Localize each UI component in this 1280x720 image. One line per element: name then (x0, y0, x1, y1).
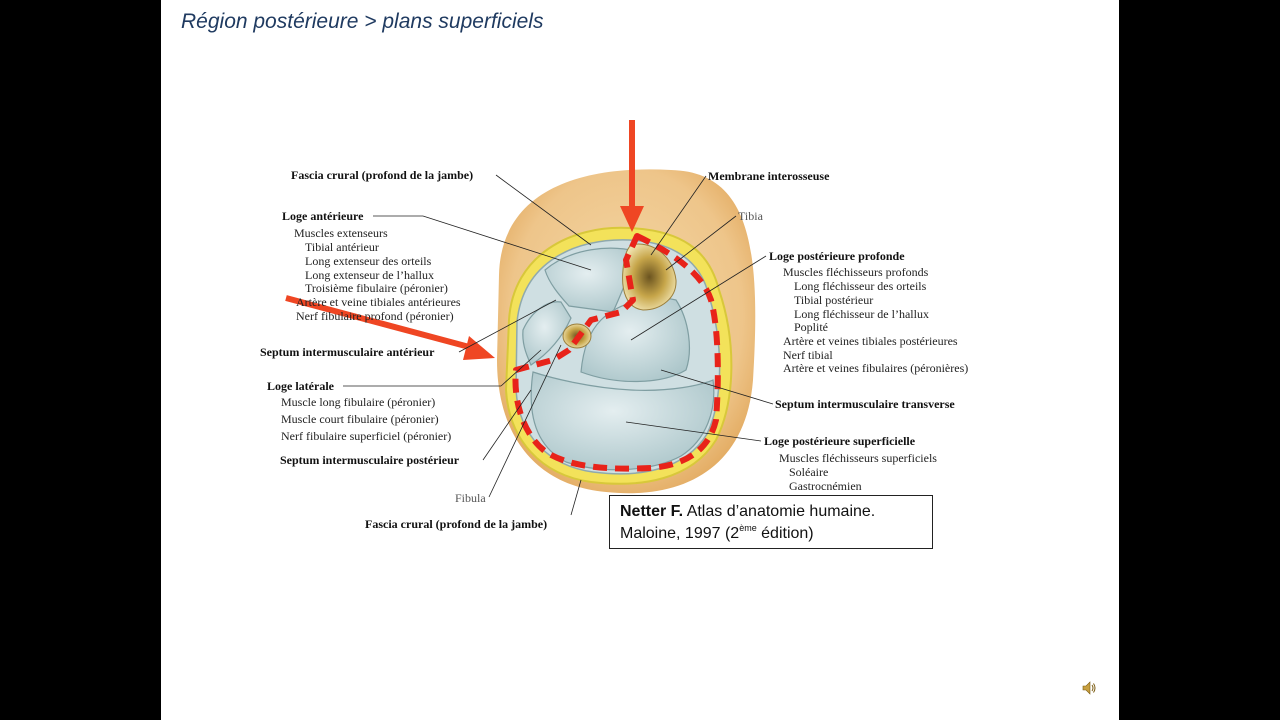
label-loge-laterale: Loge latérale (267, 379, 335, 393)
label-artere-tibiales-ant: Artère et veine tibiales antérieures (296, 295, 461, 309)
citation-line-2: Maloine, 1997 (2ème édition) (620, 523, 922, 545)
label-tibial-posterieur: Tibial postérieur (794, 293, 873, 307)
label-septum-post: Septum intermusculaire postérieur (280, 453, 460, 467)
dashed-compartment-outline (512, 233, 721, 472)
citation-edition: édition) (756, 525, 814, 542)
label-poplite: Poplité (794, 320, 828, 334)
label-loge-post-superficielle: Loge postérieure superficielle (764, 434, 916, 448)
label-fibula: Fibula (455, 491, 486, 505)
citation-superscript: ème (739, 523, 757, 533)
label-troisieme-fibulaire: Troisième fibulaire (péronier) (305, 281, 448, 295)
label-fascia-top: Fascia crural (profond de la jambe) (291, 168, 473, 182)
label-nerf-tibial: Nerf tibial (783, 348, 833, 362)
label-muscles-flechisseurs-prof: Muscles fléchisseurs profonds (783, 265, 929, 279)
citation-line-1: Netter F. Atlas d’anatomie humaine. (620, 501, 922, 523)
label-septum-transverse: Septum intermusculaire transverse (775, 397, 955, 411)
label-court-fibulaire: Muscle court fibulaire (péronier) (281, 412, 439, 426)
arrow-left-shaft (285, 295, 474, 351)
label-muscles-extenseurs: Muscles extenseurs (294, 226, 388, 240)
label-artere-fibulaires: Artère et veines fibulaires (péronières) (783, 361, 968, 375)
label-septum-ant: Septum intermusculaire antérieur (260, 345, 435, 359)
arrow-left-head (463, 336, 495, 360)
label-soleaire: Soléaire (789, 465, 828, 479)
arrow-top-head (620, 206, 644, 232)
label-membrane: Membrane interosseuse (708, 169, 830, 183)
label-gastrocnemien: Gastrocnémien (789, 479, 862, 493)
label-nerf-fib-superficiel: Nerf fibulaire superficiel (péronier) (281, 429, 451, 443)
leader-lines (343, 174, 774, 516)
label-long-flech-orteils: Long fléchisseur des orteils (794, 279, 927, 293)
label-long-ext-orteils: Long extenseur des orteils (305, 254, 432, 268)
label-artere-tibiales-post: Artère et veines tibiales postérieures (783, 334, 958, 348)
citation-title: Atlas d’anatomie humaine. (683, 503, 876, 520)
label-long-ext-hallux: Long extenseur de l’hallux (305, 268, 434, 282)
speaker-icon[interactable] (1081, 680, 1097, 696)
label-nerf-fib-profond: Nerf fibulaire profond (péronier) (296, 309, 454, 323)
label-muscles-flechisseurs-sup: Muscles fléchisseurs superficiels (779, 451, 937, 465)
label-long-fibulaire: Muscle long fibulaire (péronier) (281, 395, 435, 409)
slide-title: Région postérieure > plans superficiels (181, 10, 544, 33)
label-loge-post-profonde: Loge postérieure profonde (769, 249, 905, 263)
citation-box: Netter F. Atlas d’anatomie humaine. Malo… (609, 495, 933, 549)
label-tibial-anterieur: Tibial antérieur (305, 240, 379, 254)
citation-author: Netter F. (620, 503, 684, 520)
label-loge-anterieure: Loge antérieure (282, 209, 364, 223)
label-fascia-bottom: Fascia crural (profond de la jambe) (365, 517, 547, 531)
citation-publisher: Maloine, 1997 (2 (620, 525, 740, 542)
label-long-flech-hallux: Long fléchisseur de l’hallux (794, 307, 929, 321)
label-tibia: Tibia (738, 209, 764, 223)
slide: Région postérieure > plans superficiels (161, 0, 1119, 720)
leg-cross-section-figure: Fascia crural (profond de la jambe) Loge… (260, 120, 968, 531)
